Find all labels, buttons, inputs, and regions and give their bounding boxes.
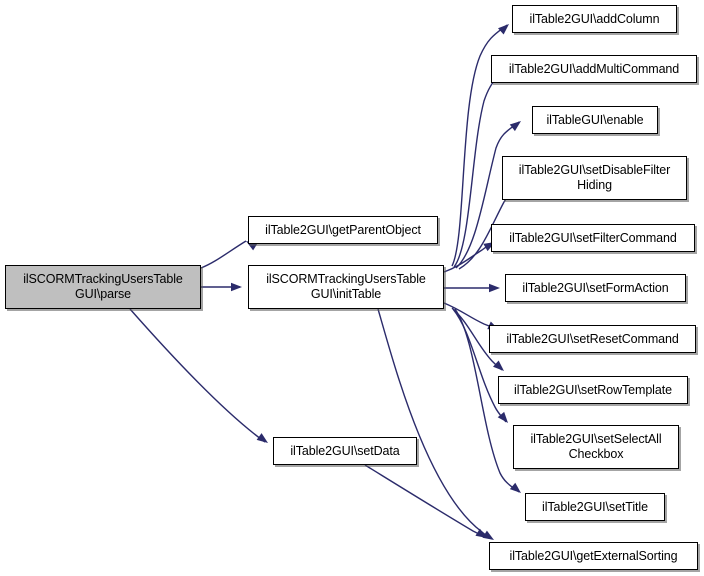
graph-node-getExternalSorting[interactable]: ilTable2GUI\getExternalSorting [489, 542, 698, 570]
graph-node-initTable[interactable]: ilSCORMTrackingUsersTable GUI\initTable [248, 265, 444, 309]
graph-arrowhead [493, 360, 504, 371]
graph-edge-setData-to-getExternalSorting [364, 464, 486, 538]
graph-node-setFormAction[interactable]: ilTable2GUI\setFormAction [505, 274, 686, 302]
graph-node-setTitle[interactable]: ilTable2GUI\setTitle [525, 493, 665, 521]
graph-arrowhead [509, 121, 521, 132]
graph-arrowhead [489, 283, 500, 293]
graph-arrowhead [231, 282, 242, 292]
graph-arrowhead [475, 528, 487, 538]
graph-node-setRowTemplate[interactable]: ilTable2GUI\setRowTemplate [498, 376, 688, 404]
graph-node-addMultiCommand[interactable]: ilTable2GUI\addMultiCommand [491, 55, 697, 83]
graph-node-addColumn[interactable]: ilTable2GUI\addColumn [512, 5, 677, 33]
graph-node-setData[interactable]: ilTable2GUI\setData [273, 437, 417, 465]
graph-node-setSelectAllCheckbox[interactable]: ilTable2GUI\setSelectAll Checkbox [513, 425, 679, 469]
graph-node-getParentObject[interactable]: ilTable2GUI\getParentObject [248, 216, 438, 244]
graph-edge-parse-to-setData [129, 308, 266, 443]
graph-arrowhead [509, 482, 521, 493]
graph-node-setResetCommand[interactable]: ilTable2GUI\setResetCommand [489, 325, 696, 353]
graph-edge-parse-to-getParentObject [200, 240, 247, 269]
graph-arrowhead [256, 433, 268, 443]
graph-arrowhead [497, 411, 508, 423]
graph-node-setDisableFilterHiding[interactable]: ilTable2GUI\setDisableFilter Hiding [502, 156, 687, 200]
graph-edge-initTable-to-getExternalSorting [377, 308, 493, 540]
graph-node-setFilterCommand[interactable]: ilTable2GUI\setFilterCommand [491, 224, 695, 252]
graph-edge-initTable-to-setFilterCommand [443, 242, 494, 273]
graph-arrowhead [498, 24, 509, 35]
graph-node-enable[interactable]: ilTableGUI\enable [532, 106, 658, 134]
graph-node-parse[interactable]: ilSCORMTrackingUsersTable GUI\parse [5, 265, 201, 309]
